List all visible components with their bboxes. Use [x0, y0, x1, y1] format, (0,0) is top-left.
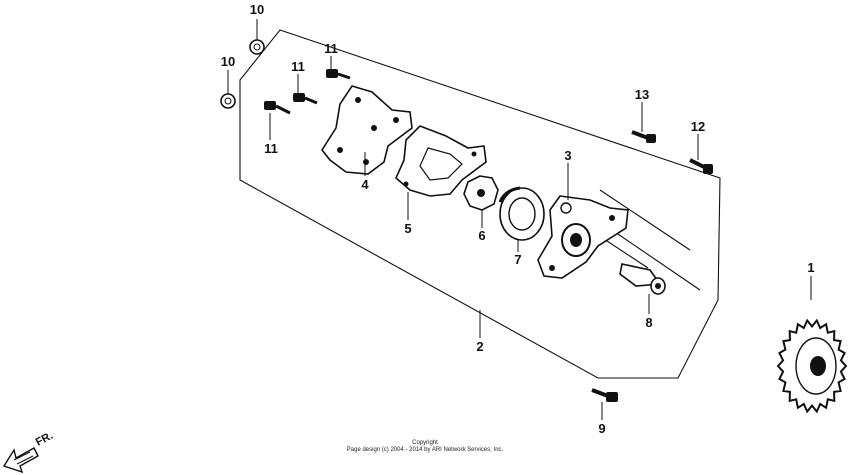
callout-9: 9 — [598, 421, 605, 436]
callout-11-c: 11 — [264, 141, 278, 156]
callout-4: 4 — [361, 177, 369, 192]
gasket-5[interactable] — [395, 125, 487, 197]
callout-10-upper: 10 — [250, 2, 264, 17]
pump-cover-plate-4[interactable] — [321, 85, 413, 175]
bolt-12[interactable] — [689, 158, 713, 174]
assembly-outline — [239, 29, 721, 379]
bolt-11-c[interactable] — [264, 101, 291, 115]
bolt-9[interactable] — [591, 388, 618, 402]
copyright-label: Copyright — [412, 440, 438, 446]
callout-5: 5 — [404, 221, 411, 236]
shaft-collar-8[interactable] — [619, 263, 666, 295]
bolt-13[interactable] — [631, 130, 656, 143]
callout-11-b: 11 — [291, 59, 305, 74]
bolt-11-a[interactable] — [326, 69, 351, 80]
outer-rotor-7[interactable] — [498, 186, 545, 241]
callout-13: 13 — [635, 87, 649, 102]
inner-rotor-6[interactable] — [463, 175, 499, 211]
bolt-11-b[interactable] — [293, 93, 318, 105]
copyright-notice: Page design (c) 2004 - 2014 by ARI Netwo… — [346, 447, 504, 453]
callout-6: 6 — [478, 228, 485, 243]
leader-lines — [227, 19, 812, 420]
washer-10-lower[interactable] — [220, 93, 236, 109]
callout-8: 8 — [645, 315, 652, 330]
callout-12: 12 — [691, 119, 705, 134]
washer-10-upper[interactable] — [249, 39, 265, 55]
callout-2: 2 — [476, 339, 483, 354]
sprocket-1[interactable] — [776, 318, 848, 414]
callout-3: 3 — [564, 148, 571, 163]
callout-7: 7 — [514, 252, 521, 267]
callout-10-lower: 10 — [221, 54, 235, 69]
callout-1: 1 — [807, 260, 814, 275]
pump-body-3[interactable] — [537, 195, 629, 279]
front-direction-arrow-icon — [2, 447, 39, 474]
callout-11-a: 11 — [324, 41, 338, 56]
